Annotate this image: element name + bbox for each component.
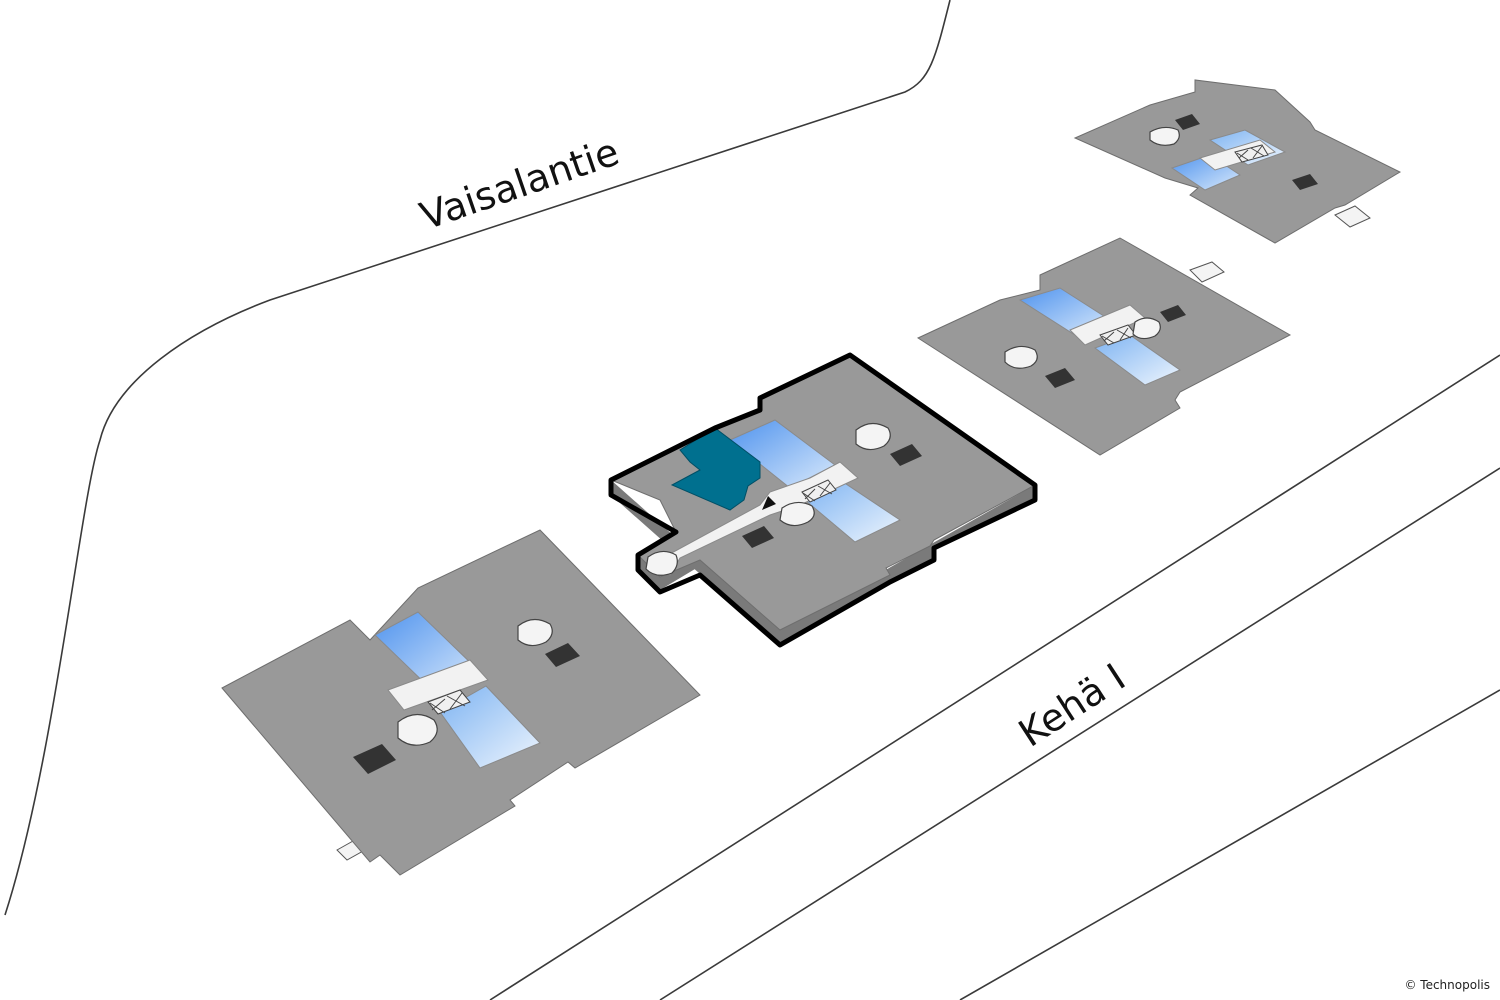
entrance-ramp: [1334, 205, 1371, 228]
building-c[interactable]: [916, 237, 1292, 456]
elevator-icon: [801, 479, 837, 503]
stair-icon: [397, 713, 438, 746]
shaft: [545, 643, 580, 667]
stair-icon: [517, 618, 553, 647]
selected-office[interactable]: [670, 427, 761, 511]
shaft: [1045, 368, 1075, 388]
selected-outline: [608, 352, 1038, 648]
stair-icon: [1149, 126, 1180, 146]
you-are-here-icon: [762, 496, 776, 510]
shaft: [1175, 114, 1200, 130]
building-a[interactable]: [221, 529, 701, 876]
shaft: [742, 526, 774, 548]
elevator-icon: [427, 689, 471, 715]
elevator-icon: [1234, 144, 1269, 163]
shaft: [353, 744, 396, 774]
copyright-credit: © Technopolis: [1404, 978, 1490, 992]
corridor: [387, 659, 489, 711]
stair-icon: [645, 550, 678, 576]
shaft: [890, 444, 922, 466]
building-d[interactable]: [1073, 79, 1402, 244]
stair-icon: [855, 422, 891, 451]
atrium: [439, 685, 541, 769]
stair-icon: [779, 501, 815, 527]
entrance-ramp: [1189, 261, 1225, 283]
stair-icon: [1132, 317, 1161, 340]
road-label-keha: Kehä I: [1011, 655, 1133, 756]
shaft: [1160, 305, 1186, 322]
stair-icon: [1004, 345, 1038, 369]
road-label-vaisalantie: Vaisalantie: [415, 130, 625, 239]
building-b-selected[interactable]: [608, 352, 1038, 648]
shaft: [1292, 174, 1318, 190]
